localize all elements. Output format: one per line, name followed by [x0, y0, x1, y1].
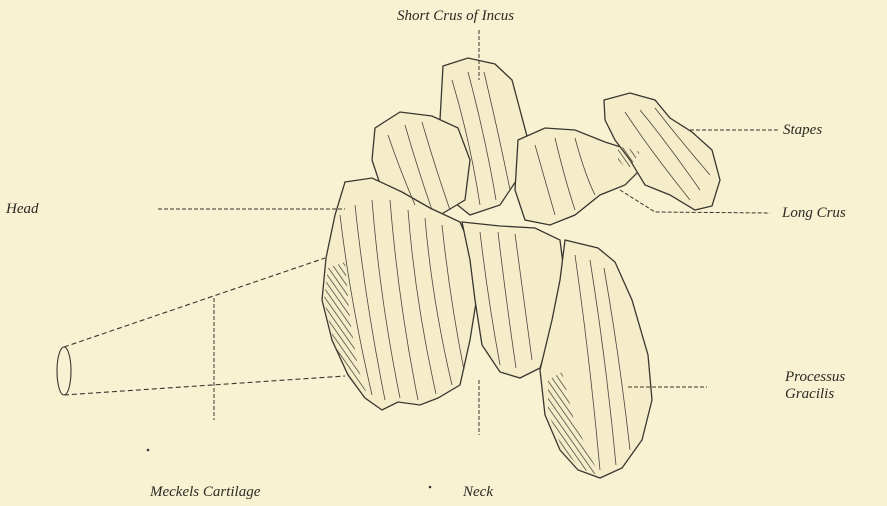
malleus-incus-body	[322, 58, 720, 478]
label-gracilis: Gracilis	[785, 386, 834, 402]
label-long-crus: Long Crus	[782, 205, 846, 221]
label-processus: Processus	[785, 369, 845, 385]
meckels-cartilage-drawing	[57, 258, 345, 395]
label-meckels-cartilage: Meckels Cartilage	[150, 484, 260, 500]
speck	[147, 449, 150, 452]
label-stapes: Stapes	[783, 122, 822, 138]
label-head: Head	[6, 201, 39, 217]
label-neck: Neck	[463, 484, 493, 500]
speck	[429, 486, 432, 489]
label-short-crus: Short Crus of Incus	[397, 8, 514, 24]
